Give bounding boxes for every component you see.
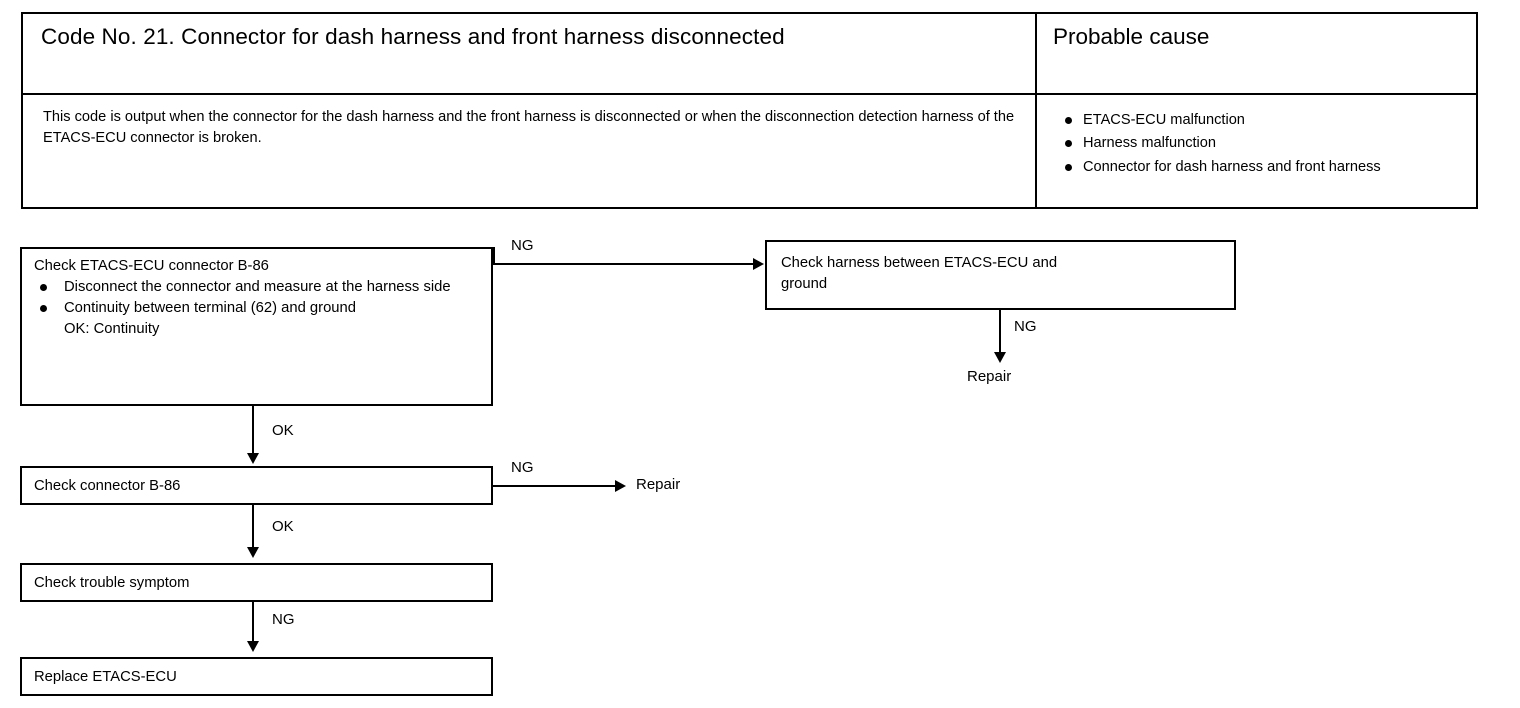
probable-cause-heading: Probable cause bbox=[1053, 24, 1210, 49]
flow-box-bullet-text: Continuity between terminal (62) and gro… bbox=[64, 300, 357, 316]
flow-box-check-harness-ground: Check harness between ETACS-ECU and grou… bbox=[765, 240, 1236, 310]
table-column-divider bbox=[1035, 14, 1037, 207]
probable-cause-text: Harness malfunction bbox=[1083, 135, 1217, 152]
edge-label-ng-connector: NG bbox=[511, 459, 534, 476]
edge-label-ok-connector: OK bbox=[272, 518, 294, 535]
edge-label-ng-trouble: NG bbox=[272, 611, 295, 628]
flow-box-text-line1: Check harness between ETACS-ECU and bbox=[781, 255, 1058, 271]
arrow-down-icon bbox=[247, 453, 259, 464]
flow-box-replace-etacs-ecu: Replace ETACS-ECU bbox=[20, 657, 493, 696]
flow-box-text: Check harness between ETACS-ECU and grou… bbox=[781, 253, 1223, 295]
probable-cause-text: ETACS-ECU malfunction bbox=[1083, 112, 1245, 128]
connector-ng-harness-vertical bbox=[999, 310, 1001, 355]
connector-ok-etacs-vertical bbox=[252, 406, 254, 455]
flow-box-title: Check ETACS-ECU connector B-86 bbox=[34, 258, 269, 274]
arrow-right-icon bbox=[615, 480, 626, 492]
flow-box-bullet-item: Disconnect the connector and measure at … bbox=[34, 277, 484, 298]
probable-cause-text: Connector for dash harness and front har… bbox=[1083, 158, 1381, 175]
flow-box-bullet-list: Disconnect the connector and measure at … bbox=[34, 277, 484, 340]
code-title: Code No. 21. Connector for dash harness … bbox=[41, 24, 785, 49]
code-description: This code is output when the connector f… bbox=[43, 109, 1015, 146]
flow-box-text: Check trouble symptom bbox=[34, 575, 190, 591]
flow-box-bullet-text: Disconnect the connector and measure at … bbox=[64, 279, 451, 295]
connector-ng-connector-horizontal bbox=[493, 485, 617, 487]
bullet-icon bbox=[40, 305, 47, 312]
connector-ng-etacs-horizontal bbox=[493, 263, 754, 265]
flow-box-check-etacs-connector: Check ETACS-ECU connector B-86 Disconnec… bbox=[20, 247, 493, 406]
connector-ok-connector-vertical bbox=[252, 505, 254, 549]
bullet-icon bbox=[1065, 140, 1072, 148]
code-information-table: Code No. 21. Connector for dash harness … bbox=[21, 12, 1478, 209]
terminal-repair-right: Repair bbox=[967, 368, 1012, 385]
terminal-repair-mid: Repair bbox=[636, 476, 681, 493]
arrow-down-icon bbox=[994, 352, 1006, 363]
connector-ng-trouble-vertical bbox=[252, 602, 254, 644]
bullet-icon bbox=[1065, 117, 1072, 124]
bullet-icon bbox=[1065, 163, 1072, 171]
bullet-icon bbox=[40, 284, 47, 291]
arrow-right-icon bbox=[753, 258, 764, 270]
table-row-divider bbox=[23, 93, 1476, 95]
edge-label-ng-harness: NG bbox=[1014, 318, 1037, 335]
arrow-down-icon bbox=[247, 641, 259, 652]
flow-box-check-trouble-symptom: Check trouble symptom bbox=[20, 563, 493, 602]
edge-label-ng-etacs: NG bbox=[511, 237, 534, 254]
probable-cause-item: ETACS-ECU malfunction bbox=[1051, 109, 1471, 132]
flow-box-check-connector: Check connector B-86 bbox=[20, 466, 493, 505]
arrow-down-icon bbox=[247, 547, 259, 558]
probable-cause-item: Connector for dash harness and front har… bbox=[1051, 156, 1471, 179]
flow-box-text-line2: ground bbox=[781, 276, 828, 292]
probable-cause-list: ETACS-ECU malfunction Harness malfunctio… bbox=[1051, 109, 1471, 179]
flow-box-text: Replace ETACS-ECU bbox=[34, 669, 177, 685]
edge-label-ok-etacs: OK bbox=[272, 422, 294, 439]
flow-box-ok-note: OK: Continuity bbox=[64, 321, 160, 337]
flow-box-bullet-item: Continuity between terminal (62) and gro… bbox=[34, 298, 484, 319]
connector-ng-etacs-vertical bbox=[493, 247, 495, 265]
probable-cause-item: Harness malfunction bbox=[1051, 132, 1471, 155]
flow-box-text: Check connector B-86 bbox=[34, 478, 181, 494]
